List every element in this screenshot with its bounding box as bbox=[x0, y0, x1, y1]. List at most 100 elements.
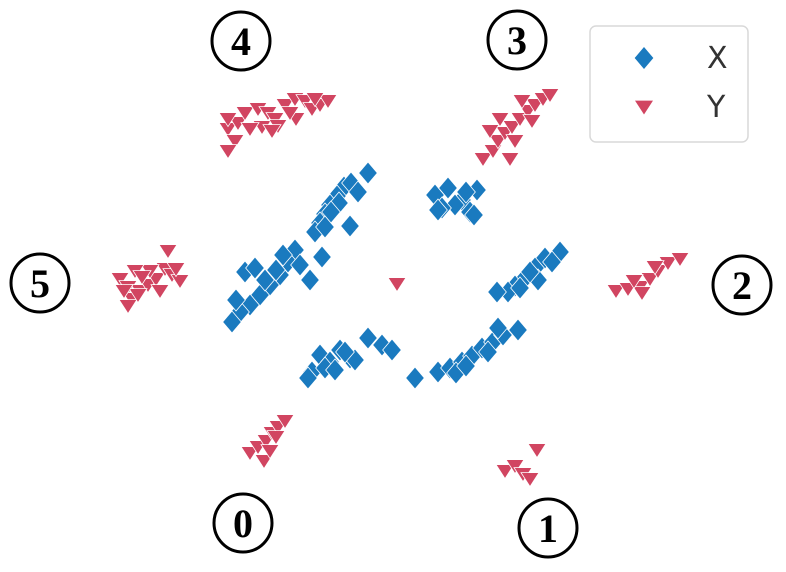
data-point bbox=[305, 92, 325, 108]
data-point bbox=[456, 180, 476, 204]
data-point bbox=[500, 152, 520, 168]
data-point bbox=[166, 262, 186, 278]
data-point bbox=[118, 299, 138, 315]
data-point bbox=[132, 270, 152, 286]
data-point bbox=[158, 244, 178, 260]
legend-label: X bbox=[707, 41, 728, 76]
series-x bbox=[222, 161, 570, 390]
data-point bbox=[290, 253, 310, 277]
cluster-label-circle bbox=[210, 10, 272, 72]
cluster-label-text: 3 bbox=[507, 18, 527, 63]
legend: X Y bbox=[589, 25, 749, 143]
data-point bbox=[670, 252, 690, 268]
data-point bbox=[358, 161, 378, 185]
data-point bbox=[658, 256, 678, 272]
cluster-label-circle bbox=[517, 497, 579, 559]
cluster-label: 1 bbox=[517, 497, 579, 559]
data-point bbox=[222, 310, 242, 334]
data-point bbox=[325, 358, 345, 382]
data-point bbox=[114, 284, 134, 300]
data-point bbox=[508, 318, 528, 342]
data-point bbox=[488, 316, 508, 340]
data-point bbox=[382, 338, 402, 362]
legend-marker-triangle bbox=[635, 100, 653, 115]
data-point bbox=[520, 472, 540, 488]
data-point bbox=[624, 274, 644, 290]
cluster-label-circle bbox=[486, 9, 548, 71]
data-point bbox=[405, 366, 425, 390]
data-point bbox=[512, 94, 532, 110]
data-point bbox=[542, 250, 562, 274]
data-point bbox=[110, 272, 130, 288]
cluster-labels: 0 1 2 3 4 5 bbox=[9, 9, 773, 559]
data-point bbox=[525, 98, 545, 114]
data-point bbox=[478, 340, 498, 364]
data-point bbox=[245, 256, 265, 280]
legend-box bbox=[589, 25, 749, 143]
data-point bbox=[240, 122, 260, 138]
data-point bbox=[340, 214, 360, 238]
data-point bbox=[527, 443, 547, 459]
data-point bbox=[280, 106, 300, 122]
cluster-label-circle bbox=[711, 254, 773, 316]
data-point bbox=[487, 280, 507, 304]
data-point bbox=[502, 120, 522, 136]
cluster-label: 3 bbox=[486, 9, 548, 71]
cluster-label-text: 2 bbox=[732, 263, 752, 308]
data-point bbox=[218, 112, 238, 128]
data-point bbox=[606, 284, 626, 300]
data-point bbox=[640, 272, 660, 288]
data-point bbox=[150, 284, 170, 300]
data-point bbox=[495, 464, 515, 480]
data-point bbox=[428, 198, 448, 222]
data-point bbox=[456, 354, 476, 378]
cluster-label-text: 1 bbox=[538, 506, 558, 551]
data-point bbox=[488, 134, 508, 150]
data-point bbox=[266, 258, 286, 282]
data-point bbox=[520, 260, 540, 284]
data-point bbox=[300, 268, 320, 292]
data-point bbox=[348, 180, 368, 204]
data-point bbox=[260, 444, 280, 460]
data-point bbox=[540, 88, 560, 104]
data-point bbox=[358, 326, 378, 350]
series-y bbox=[110, 88, 690, 488]
data-point bbox=[235, 106, 255, 122]
data-point bbox=[645, 260, 665, 276]
data-point bbox=[254, 454, 274, 470]
legend-item-y: Y bbox=[635, 90, 726, 125]
cluster-label-circle bbox=[212, 492, 274, 554]
cluster-label-text: 4 bbox=[231, 19, 251, 64]
data-point bbox=[522, 114, 542, 130]
cluster-label: 5 bbox=[9, 252, 71, 314]
data-point bbox=[464, 203, 484, 227]
legend-label: Y bbox=[706, 90, 726, 125]
data-point bbox=[315, 215, 335, 239]
cluster-label-circle bbox=[9, 252, 71, 314]
data-point bbox=[128, 288, 148, 304]
data-point bbox=[490, 112, 510, 128]
cluster-label-text: 5 bbox=[30, 261, 50, 306]
data-point bbox=[262, 124, 282, 140]
data-point bbox=[240, 446, 260, 462]
cluster-label: 0 bbox=[212, 492, 274, 554]
cluster-label: 4 bbox=[210, 10, 272, 72]
data-point bbox=[480, 124, 500, 140]
data-point bbox=[318, 94, 338, 110]
data-point bbox=[255, 268, 275, 292]
data-point bbox=[510, 276, 530, 300]
cluster-label: 2 bbox=[711, 254, 773, 316]
data-point bbox=[387, 277, 407, 293]
data-point bbox=[275, 414, 295, 430]
data-point bbox=[170, 274, 190, 290]
data-point bbox=[266, 430, 286, 446]
legend-item-x: X bbox=[634, 41, 728, 76]
data-point bbox=[505, 459, 525, 475]
data-point bbox=[275, 98, 295, 114]
data-point bbox=[312, 245, 332, 269]
data-point bbox=[632, 286, 652, 302]
data-point bbox=[225, 134, 245, 150]
data-point bbox=[273, 243, 293, 267]
legend-marker-diamond bbox=[634, 47, 654, 69]
